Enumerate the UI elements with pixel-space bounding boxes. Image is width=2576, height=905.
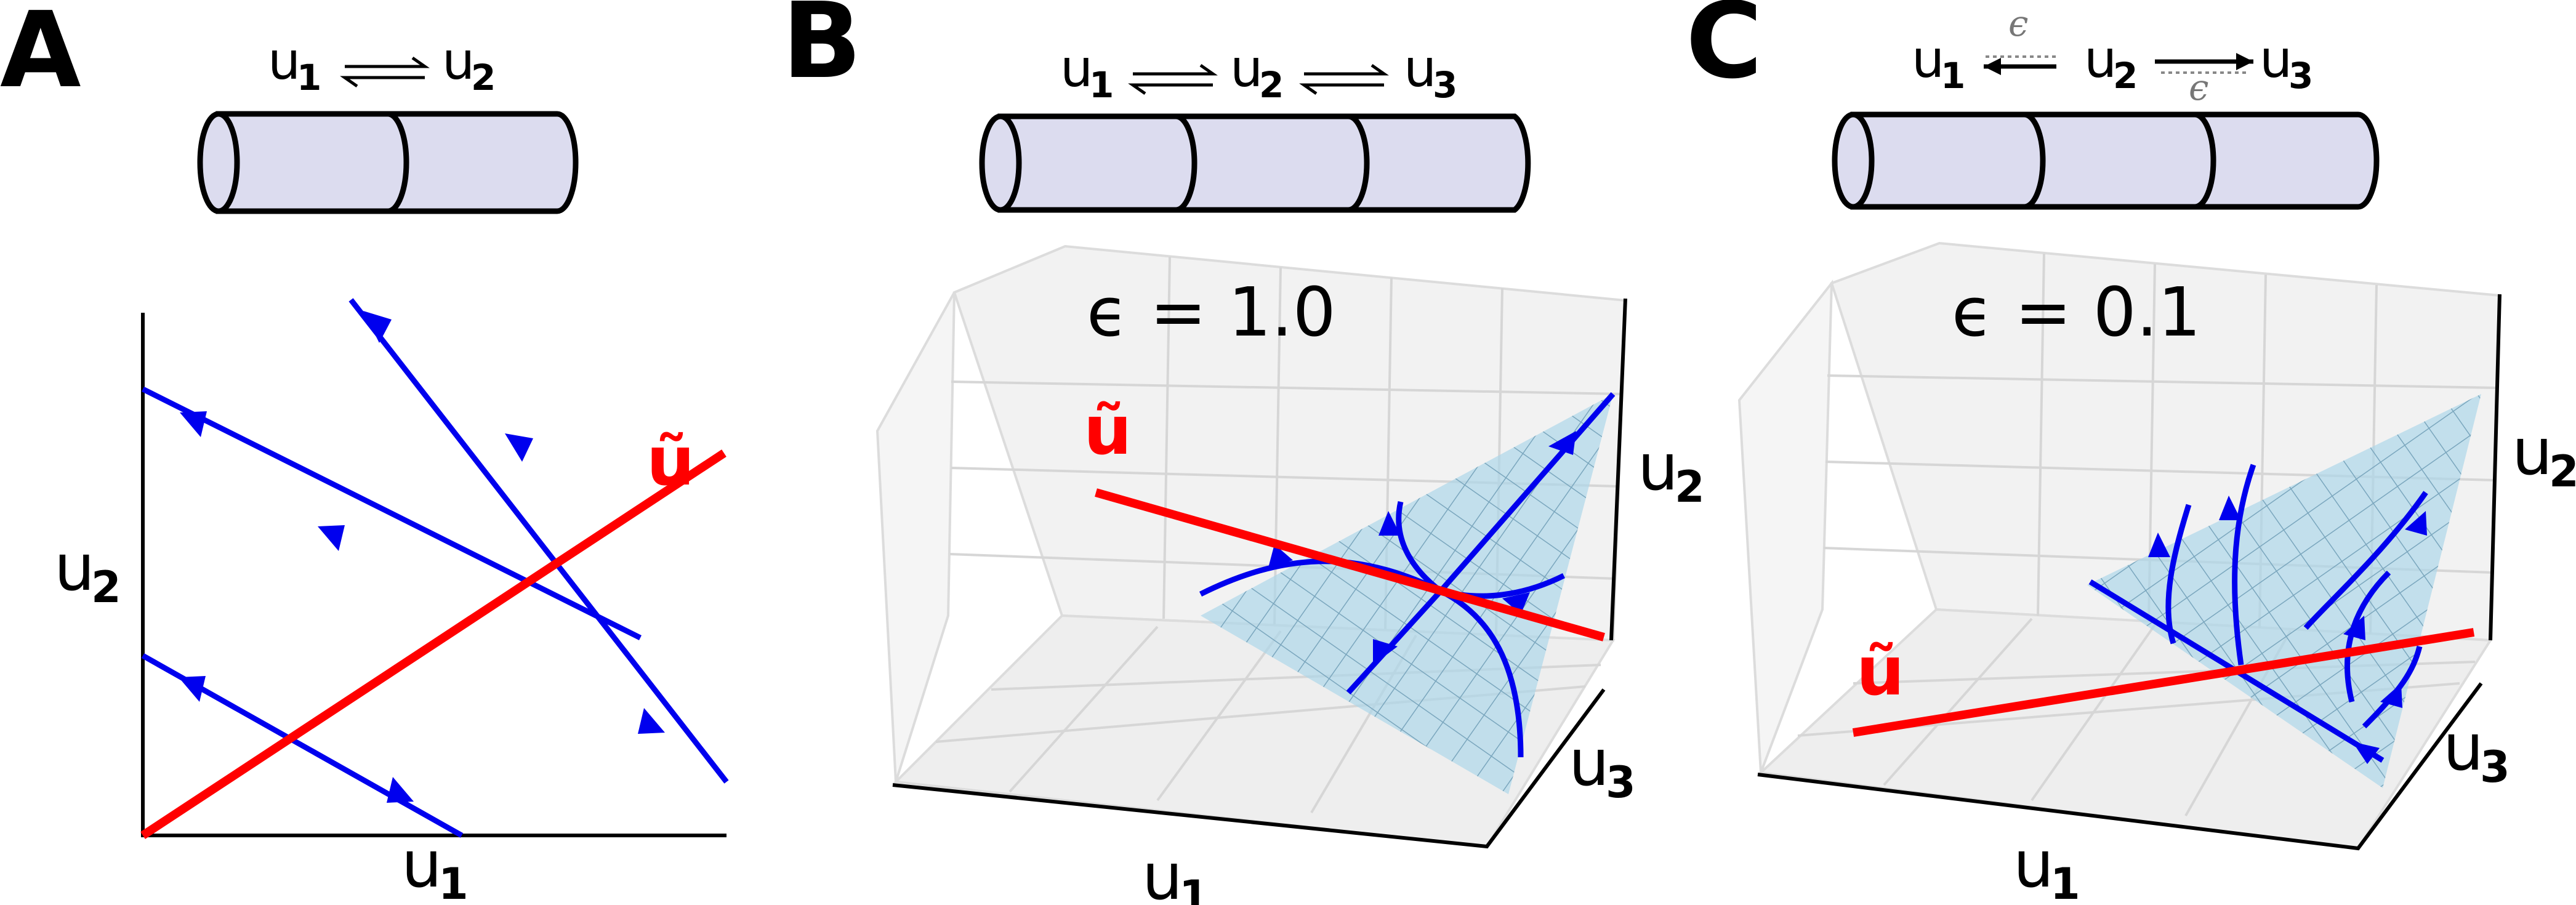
panel-a: A u 1 u 2 bbox=[0, 0, 729, 905]
trajectory bbox=[348, 298, 729, 784]
trajectories-a bbox=[141, 298, 729, 838]
panel-letter-c: C bbox=[1686, 0, 1763, 102]
panel-c: C u 1 ϵ u 2 ϵ u 3 bbox=[1686, 0, 2576, 905]
axis-sub-c-y: 2 bbox=[2549, 446, 2576, 497]
axis-sub-c-x: 1 bbox=[2050, 859, 2080, 905]
compartment-cylinder-b bbox=[979, 113, 1531, 213]
irreversible-arrow-icon: ϵ bbox=[1984, 2, 2056, 75]
axis-label-a-y: u bbox=[54, 530, 95, 605]
flow-arrow bbox=[1502, 592, 1530, 614]
flow-arrow bbox=[2343, 616, 2365, 640]
flow-arrow bbox=[180, 411, 207, 437]
reaction-species-b-1: u bbox=[1060, 38, 1093, 99]
trajectory bbox=[141, 386, 642, 641]
reversible-arrow-icon bbox=[1128, 63, 1218, 95]
reaction-sub-a-2: 2 bbox=[471, 57, 496, 99]
axis-sub-a-x: 1 bbox=[438, 859, 469, 905]
flow-arrow bbox=[505, 433, 533, 462]
mesh-plane-b bbox=[1201, 394, 1613, 794]
slow-manifold-line-b bbox=[1095, 488, 1605, 642]
reaction-scheme-a: u 1 u 2 bbox=[268, 31, 496, 99]
reversible-arrow-icon bbox=[340, 56, 430, 88]
reaction-species-a-2: u bbox=[442, 31, 475, 91]
axis-label-c-y: u bbox=[2512, 414, 2553, 489]
slow-manifold-line-a bbox=[140, 449, 727, 839]
manifold-label-c: ũ bbox=[1856, 632, 1904, 710]
flow-arrow bbox=[1548, 431, 1576, 455]
reaction-species-b-3: u bbox=[1404, 38, 1436, 99]
flow-arrow bbox=[2405, 511, 2427, 536]
compartment-cylinder-a bbox=[197, 111, 579, 214]
flow-arrow bbox=[2219, 496, 2241, 520]
reaction-species-b-2: u bbox=[1230, 38, 1263, 99]
left-pane bbox=[1737, 280, 1833, 773]
axis-label-a-x: u bbox=[401, 827, 442, 902]
reaction-species-c-1: u bbox=[1912, 29, 1944, 89]
reaction-species-a-1: u bbox=[268, 31, 300, 91]
irreversible-arrow-icon: ϵ bbox=[2155, 53, 2253, 108]
flow-arrow bbox=[2353, 742, 2380, 764]
flow-arrow bbox=[638, 708, 665, 734]
plot3d-c: ũ ϵ = 0.1 u 1 u 2 u 3 bbox=[1737, 241, 2576, 905]
trajectory bbox=[2165, 504, 2192, 645]
panel-letter-a: A bbox=[0, 0, 81, 111]
manifold-label-a: ũ bbox=[646, 422, 694, 501]
axis-sub-b-x: 1 bbox=[1179, 871, 1209, 905]
flow-arrow bbox=[1268, 544, 1293, 568]
flow-arrows-b bbox=[1268, 431, 1576, 665]
reversible-arrow-icon bbox=[1299, 63, 1389, 95]
reaction-scheme-b: u 1 u 2 u 3 bbox=[1060, 38, 1457, 106]
reaction-species-c-2: u bbox=[2084, 29, 2117, 89]
axis-sub-b-z: 3 bbox=[1606, 757, 1636, 808]
phase-plot-a: ũ u 1 u 2 bbox=[54, 298, 729, 905]
flow-arrow bbox=[2148, 533, 2170, 557]
axis-sub-b-y: 2 bbox=[1675, 462, 1705, 512]
axis-label-b-z: u bbox=[1569, 725, 1609, 800]
flow-arrow bbox=[1379, 511, 1401, 536]
axis-lines-a bbox=[141, 313, 727, 837]
parameter-label-c: ϵ = 0.1 bbox=[1952, 273, 2201, 352]
reaction-sub-b-2: 2 bbox=[1259, 64, 1284, 106]
flow-arrow bbox=[318, 525, 345, 551]
trajectory bbox=[2303, 491, 2428, 630]
axis-label-c-z: u bbox=[2443, 710, 2484, 785]
flow-arrow bbox=[363, 311, 392, 343]
axis-edges-b bbox=[892, 298, 1627, 849]
mesh-plane-c bbox=[2087, 394, 2481, 788]
flow-arrows-c bbox=[2148, 496, 2427, 764]
axis-label-c-x: u bbox=[2013, 827, 2054, 902]
trajectory bbox=[2362, 645, 2423, 729]
reaction-sub-c-1: 1 bbox=[1941, 55, 1965, 97]
flow-arrows-a bbox=[179, 311, 665, 803]
trajectory bbox=[2232, 464, 2256, 666]
panel-letter-b: B bbox=[782, 0, 862, 102]
reaction-scheme-c: u 1 ϵ u 2 ϵ u 3 bbox=[1912, 2, 2313, 108]
parameter-label-b: ϵ = 1.0 bbox=[1087, 273, 1336, 352]
rate-symbol: ϵ bbox=[2189, 66, 2208, 108]
flow-arrow bbox=[1373, 639, 1398, 665]
reaction-sub-c-2: 2 bbox=[2113, 55, 2138, 97]
flow-arrow bbox=[2380, 683, 2402, 708]
reaction-sub-b-3: 3 bbox=[1433, 64, 1457, 106]
panel-b: B u 1 u 2 u 3 bbox=[782, 0, 1705, 905]
axis-sub-c-z: 3 bbox=[2480, 742, 2510, 792]
flow-arrow bbox=[179, 676, 206, 702]
reaction-sub-b-1: 1 bbox=[1089, 64, 1114, 106]
reaction-sub-a-1: 1 bbox=[297, 57, 321, 99]
rate-symbol: ϵ bbox=[2008, 2, 2028, 44]
reaction-sub-c-3: 3 bbox=[2288, 55, 2313, 97]
flow-arrow bbox=[387, 777, 414, 803]
plot3d-b: ũ ϵ = 1.0 u 1 u 2 u 3 bbox=[875, 244, 1705, 905]
axis-label-b-x: u bbox=[1142, 839, 1183, 905]
axis-sub-a-y: 2 bbox=[91, 562, 121, 613]
left-pane bbox=[875, 292, 956, 782]
axis-label-b-y: u bbox=[1638, 430, 1678, 505]
manifold-label-b: ũ bbox=[1084, 391, 1132, 470]
reaction-species-c-3: u bbox=[2260, 29, 2292, 89]
compartment-cylinder-c bbox=[1832, 111, 2380, 210]
axis-edges-c bbox=[1757, 294, 2502, 851]
slow-manifold-line-c bbox=[1852, 628, 2475, 737]
